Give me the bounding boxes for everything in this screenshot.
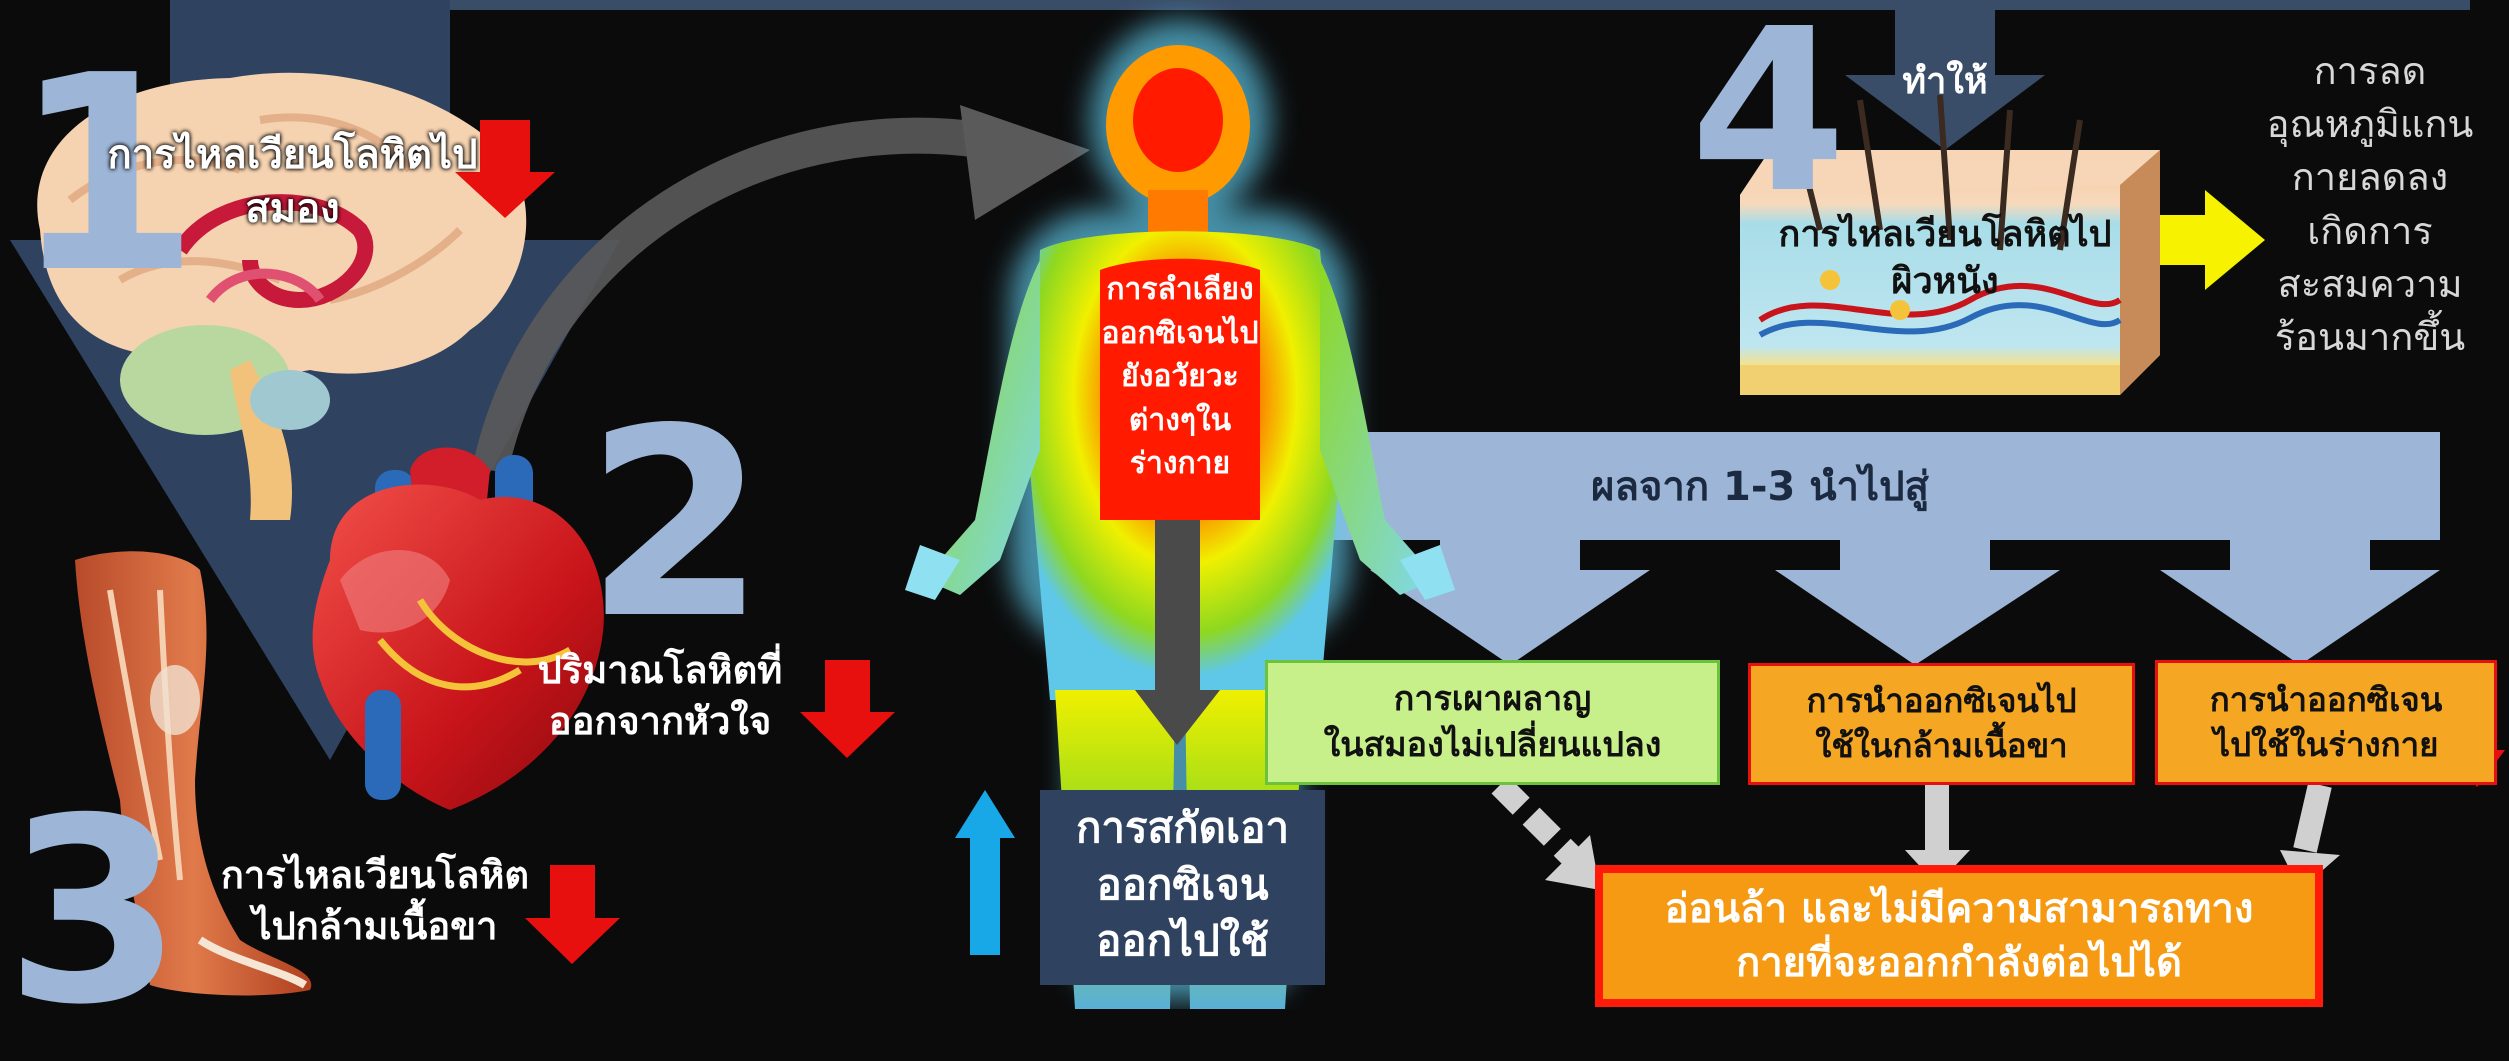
heart-label: ปริมาณโลหิตที่ ออกจากหัวใจ xyxy=(525,645,795,748)
skin-label: การไหลเวียนโลหิตไป ผิวหนัง xyxy=(1745,212,2145,306)
heat-line5: สะสมความ xyxy=(2278,262,2463,306)
fatigue-box: อ่อนล้า และไม่มีความสามารถทาง กายที่จะออ… xyxy=(1595,865,2323,1007)
body-label-line3: ยังอวัยวะ xyxy=(1121,359,1239,394)
heart-label-line2: ออกจากหัวใจ xyxy=(549,699,771,743)
result-label: ผลจาก 1-3 นำไปสู่ xyxy=(1560,460,1960,514)
heat-label: การลด อุณหภูมิแกน กายลดลง เกิดการ สะสมคว… xyxy=(2245,45,2495,364)
skin-label-line2: ผิวหนัง xyxy=(1891,261,1998,302)
body-label-line1: การลำเลียง xyxy=(1106,272,1253,307)
step-number-4: 4 xyxy=(1690,0,1847,225)
outcome-brain-line1: การเผาผลาญ xyxy=(1324,677,1662,723)
outcome-muscle-line2: ใช้ในกล้ามเนื้อขา xyxy=(1806,724,2076,769)
brain-label: การไหลเวียนโลหิตไป สมอง xyxy=(105,128,480,236)
leg-label: การไหลเวียนโลหิต ไปกล้ามเนื้อขา xyxy=(210,850,540,953)
brain-label-line2: สมอง xyxy=(245,186,339,232)
body-label-line4: ต่างๆใน xyxy=(1129,403,1231,438)
outcome-muscle-box: การนำออกซิเจนไป ใช้ในกล้ามเนื้อขา xyxy=(1748,663,2135,785)
extract-line3: ออกไปใช้ xyxy=(1096,916,1269,965)
body-label-line5: ร่างกาย xyxy=(1130,446,1230,481)
heat-line4: เกิดการ xyxy=(2307,209,2432,253)
heart-label-line1: ปริมาณโลหิตที่ xyxy=(538,648,783,692)
outcome-brain-box: การเผาผลาญ ในสมองไม่เปลี่ยนแปลง xyxy=(1265,660,1720,785)
heat-line1: การลด xyxy=(2314,49,2427,93)
outcome-body-line1: การนำออกซิเจน xyxy=(2210,678,2443,723)
extract-line2: ออกซิเจน xyxy=(1096,860,1268,909)
heat-line3: กายลดลง xyxy=(2292,155,2448,199)
step-number-3: 3 xyxy=(5,785,182,1040)
outcome-muscle-line1: การนำออกซิเจนไป xyxy=(1806,679,2076,724)
outcome-brain-line2: ในสมองไม่เปลี่ยนแปลง xyxy=(1324,723,1662,769)
body-label: การลำเลียง ออกซิเจนไป ยังอวัยวะ ต่างๆใน … xyxy=(1070,268,1290,486)
body-label-line2: ออกซิเจนไป xyxy=(1101,316,1258,351)
heart-decrease-arrow xyxy=(800,660,895,758)
heat-line6: ร้อนมากขึ้น xyxy=(2275,315,2466,359)
extract-label: การสกัดเอา ออกซิเจน ออกไปใช้ xyxy=(1040,800,1325,970)
fatigue-line2: กายที่จะออกกำลังต่อไปได้ xyxy=(1665,936,2254,990)
heat-line2: อุณหภูมิแกน xyxy=(2267,102,2474,146)
leg-label-line1: การไหลเวียนโลหิต xyxy=(221,853,529,897)
fatigue-line1: อ่อนล้า และไม่มีความสามารถทาง xyxy=(1665,882,2254,936)
outcome-body-line2: ไปใช้ในร่างกาย xyxy=(2210,723,2443,768)
skin-label-line1: การไหลเวียนโลหิตไป xyxy=(1779,214,2112,255)
brain-label-line1: การไหลเวียนโลหิตไป xyxy=(108,132,478,178)
outcome-body-box: การนำออกซิเจน ไปใช้ในร่างกาย xyxy=(2155,660,2497,785)
step-number-2: 2 xyxy=(585,395,766,655)
cause-label: ทำให้ xyxy=(1880,58,2010,107)
leg-label-line2: ไปกล้ามเนื้อขา xyxy=(252,904,497,948)
extract-line1: การสกัดเอา xyxy=(1076,803,1289,852)
